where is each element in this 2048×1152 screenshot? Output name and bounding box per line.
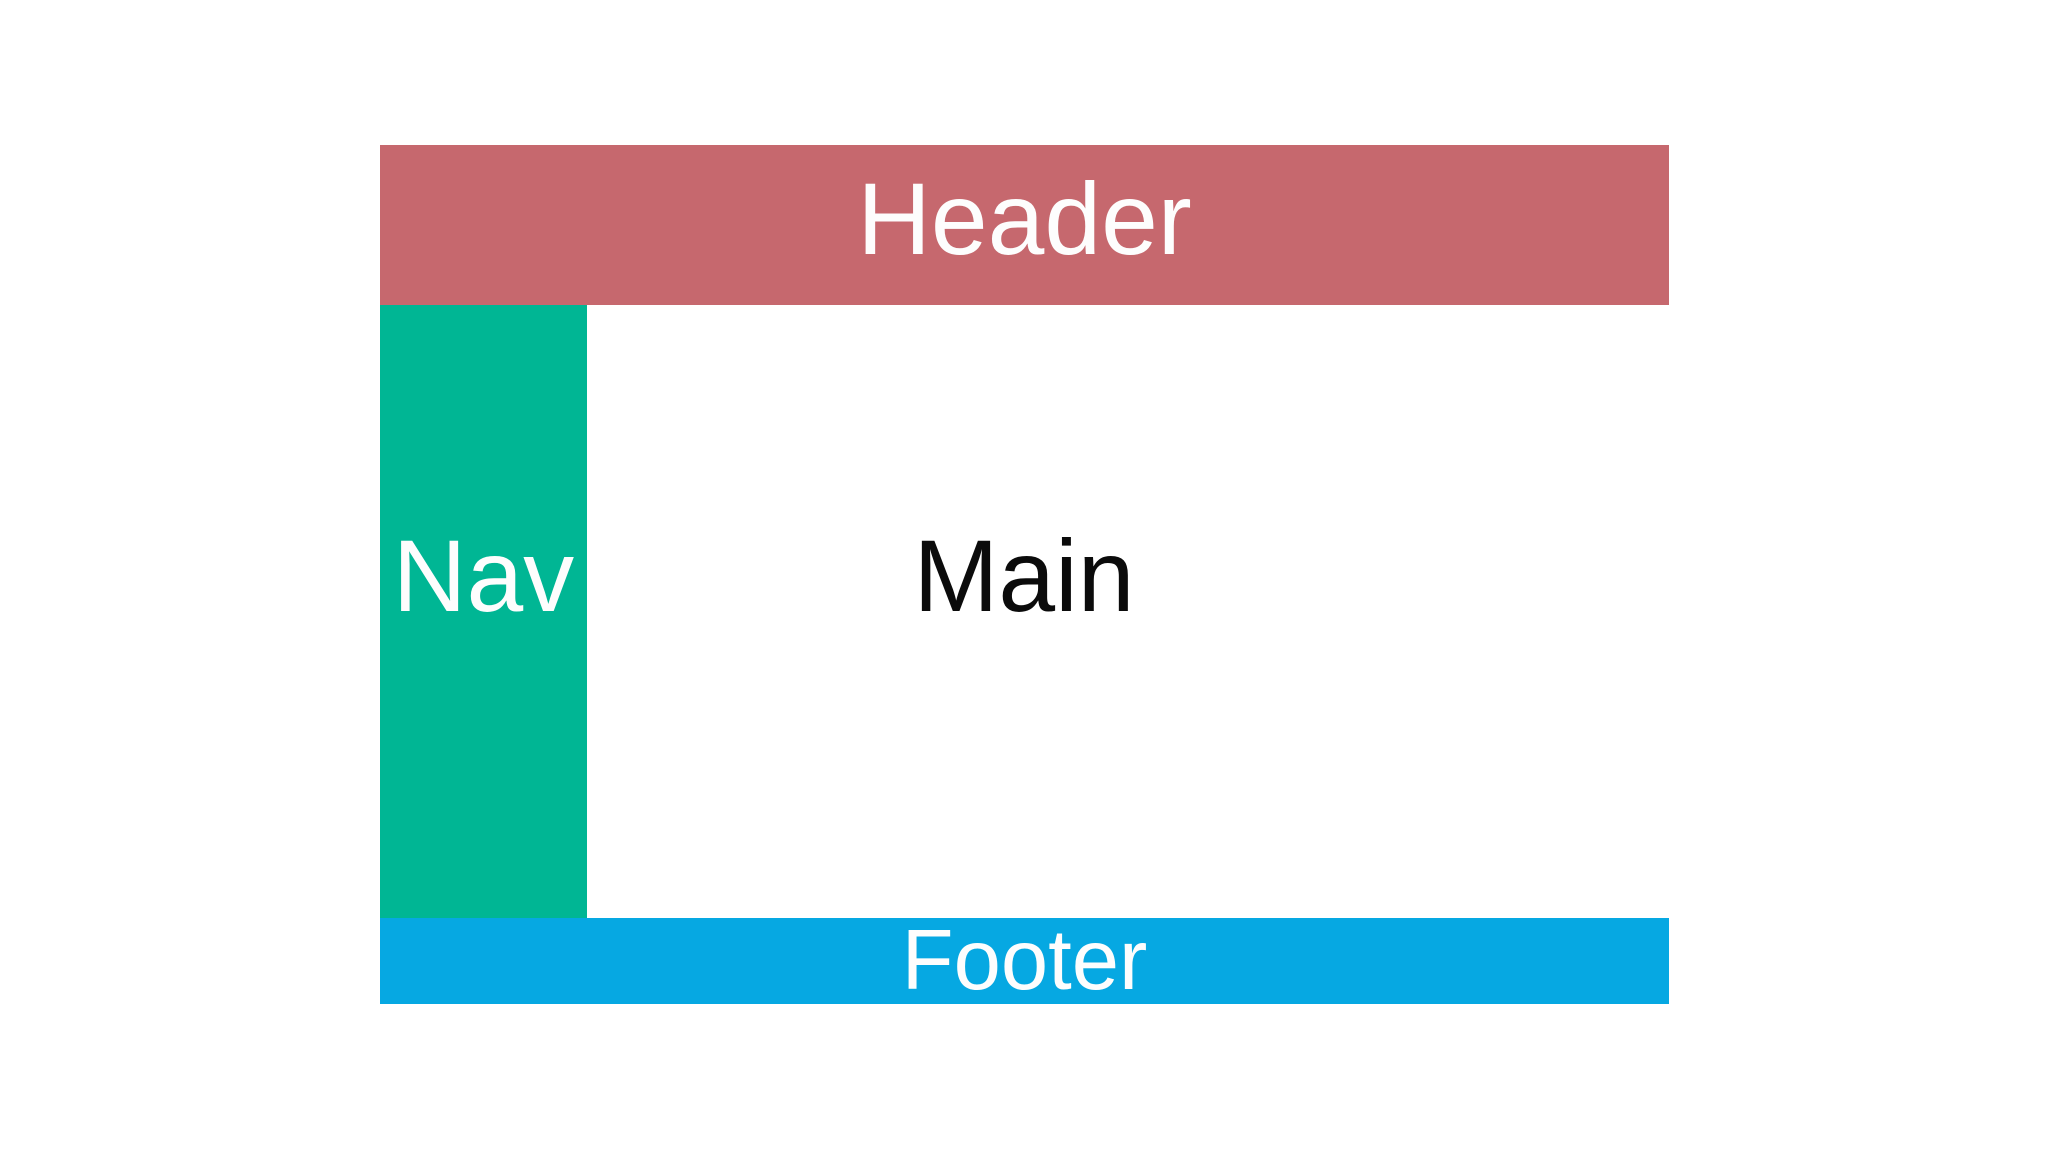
- header-label: Header: [857, 161, 1192, 276]
- footer-label: Footer: [901, 913, 1148, 1008]
- header-region: Header: [380, 145, 1669, 305]
- main-region: Main: [587, 305, 1669, 918]
- nav-region: Nav: [380, 305, 587, 918]
- nav-label: Nav: [392, 519, 575, 633]
- main-label: Main: [913, 519, 1135, 633]
- footer-region: Footer: [380, 913, 1669, 1008]
